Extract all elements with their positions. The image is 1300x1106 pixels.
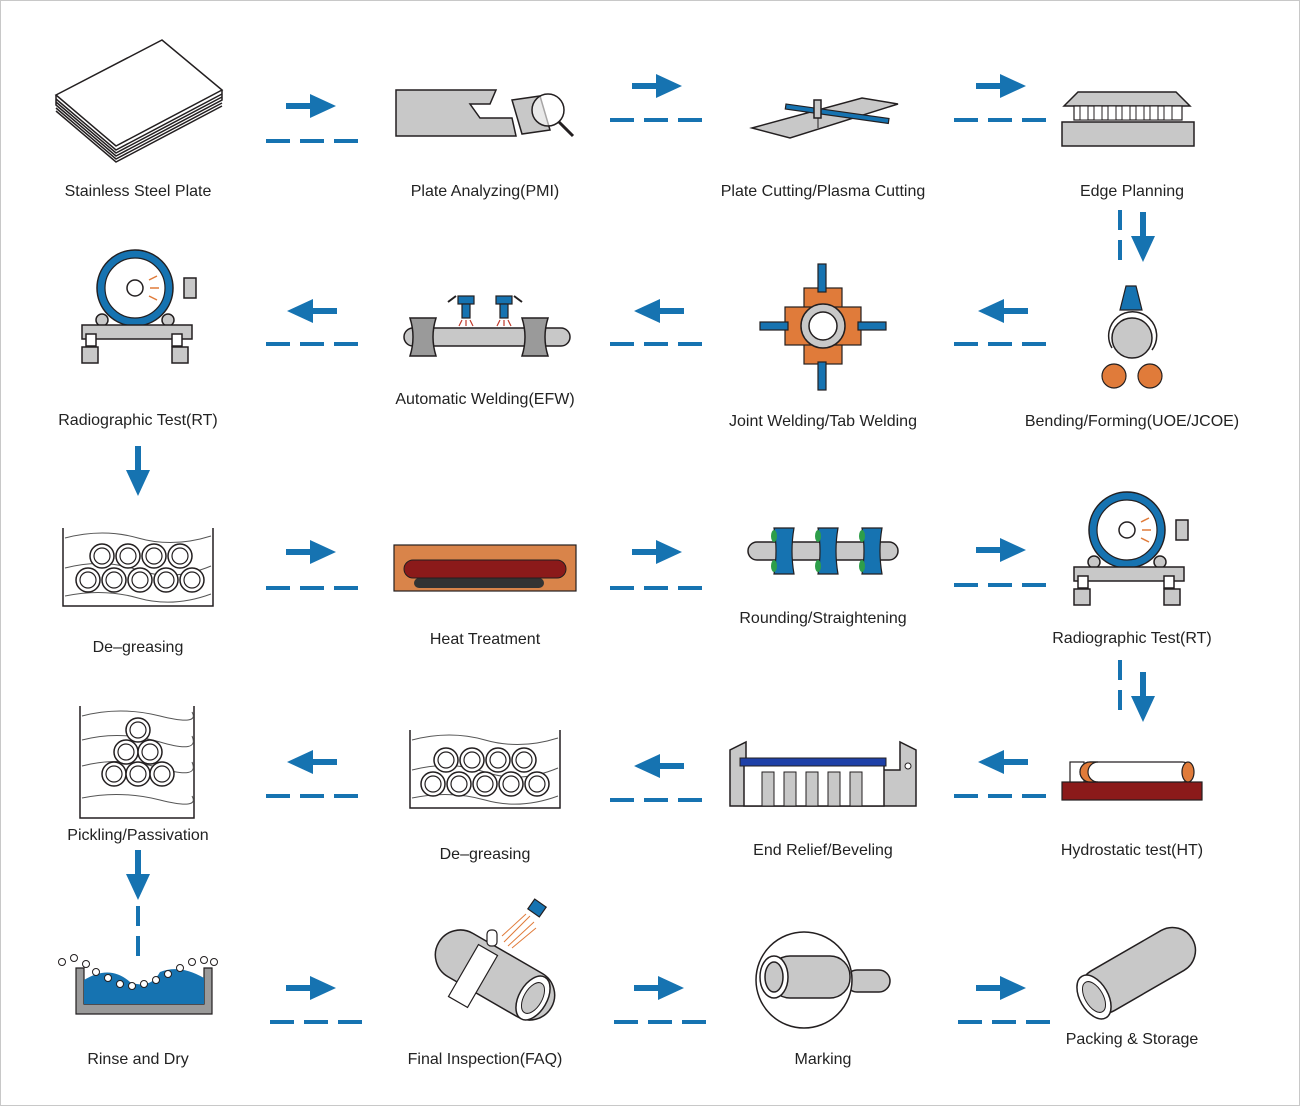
packing-storage-icon bbox=[1076, 926, 1197, 1020]
step-label-radiographic-test-1: Radiographic Test(RT) bbox=[58, 412, 217, 429]
degreasing-tank-icon bbox=[409, 729, 561, 809]
hydrostatic-test-icon bbox=[1061, 761, 1203, 801]
step-label-degreasing-1: De–greasing bbox=[93, 639, 184, 656]
step-label-heat-treatment: Heat Treatment bbox=[430, 631, 541, 648]
step-label-plate-cutting: Plate Cutting/Plasma Cutting bbox=[721, 183, 926, 200]
step-label-rinse-dry: Rinse and Dry bbox=[87, 1051, 188, 1068]
final-inspection-icon bbox=[434, 898, 556, 1021]
step-label-pickling-passivation: Pickling/Passivation bbox=[67, 827, 208, 844]
step-label-marking: Marking bbox=[795, 1051, 852, 1068]
plate-analyzing-icon bbox=[395, 89, 575, 138]
automatic-welding-icon bbox=[403, 295, 571, 357]
step-label-automatic-welding: Automatic Welding(EFW) bbox=[395, 391, 574, 408]
bending-forming-icon bbox=[1101, 285, 1163, 389]
step-label-joint-welding: Joint Welding/Tab Welding bbox=[729, 413, 917, 430]
step-label-hydrostatic-test: Hydrostatic test(HT) bbox=[1061, 842, 1203, 859]
degreasing-tank-icon bbox=[62, 527, 214, 607]
radiographic-test-icon bbox=[81, 249, 197, 364]
joint-welding-icon bbox=[759, 263, 887, 391]
step-label-final-inspection: Final Inspection(FAQ) bbox=[408, 1051, 563, 1068]
pickling-tank-icon bbox=[79, 706, 195, 819]
radiographic-test-icon bbox=[1073, 491, 1189, 606]
plasma-cutting-icon bbox=[749, 97, 899, 139]
end-beveling-icon bbox=[729, 740, 917, 807]
edge-planning-icon bbox=[1061, 91, 1195, 147]
step-label-end-relief-beveling: End Relief/Beveling bbox=[753, 842, 893, 859]
step-label-plate-analyzing: Plate Analyzing(PMI) bbox=[411, 183, 560, 200]
step-label-radiographic-test-2: Radiographic Test(RT) bbox=[1052, 630, 1211, 647]
step-label-edge-planning: Edge Planning bbox=[1080, 183, 1184, 200]
steel-plate-icon bbox=[54, 39, 224, 163]
step-label-stainless-steel-plate: Stainless Steel Plate bbox=[65, 183, 212, 200]
heat-treatment-icon bbox=[393, 544, 577, 592]
marking-icon bbox=[755, 931, 891, 1029]
step-label-bending-forming: Bending/Forming(UOE/JCOE) bbox=[1025, 413, 1239, 430]
step-label-degreasing-2: De–greasing bbox=[440, 846, 531, 863]
step-label-rounding-straightening: Rounding/Straightening bbox=[739, 610, 906, 627]
rinse-dry-icon bbox=[58, 954, 218, 1015]
rounding-straightening-icon bbox=[747, 527, 899, 575]
step-label-packing-storage: Packing & Storage bbox=[1066, 1031, 1199, 1048]
flow-connectors bbox=[126, 74, 1155, 1024]
